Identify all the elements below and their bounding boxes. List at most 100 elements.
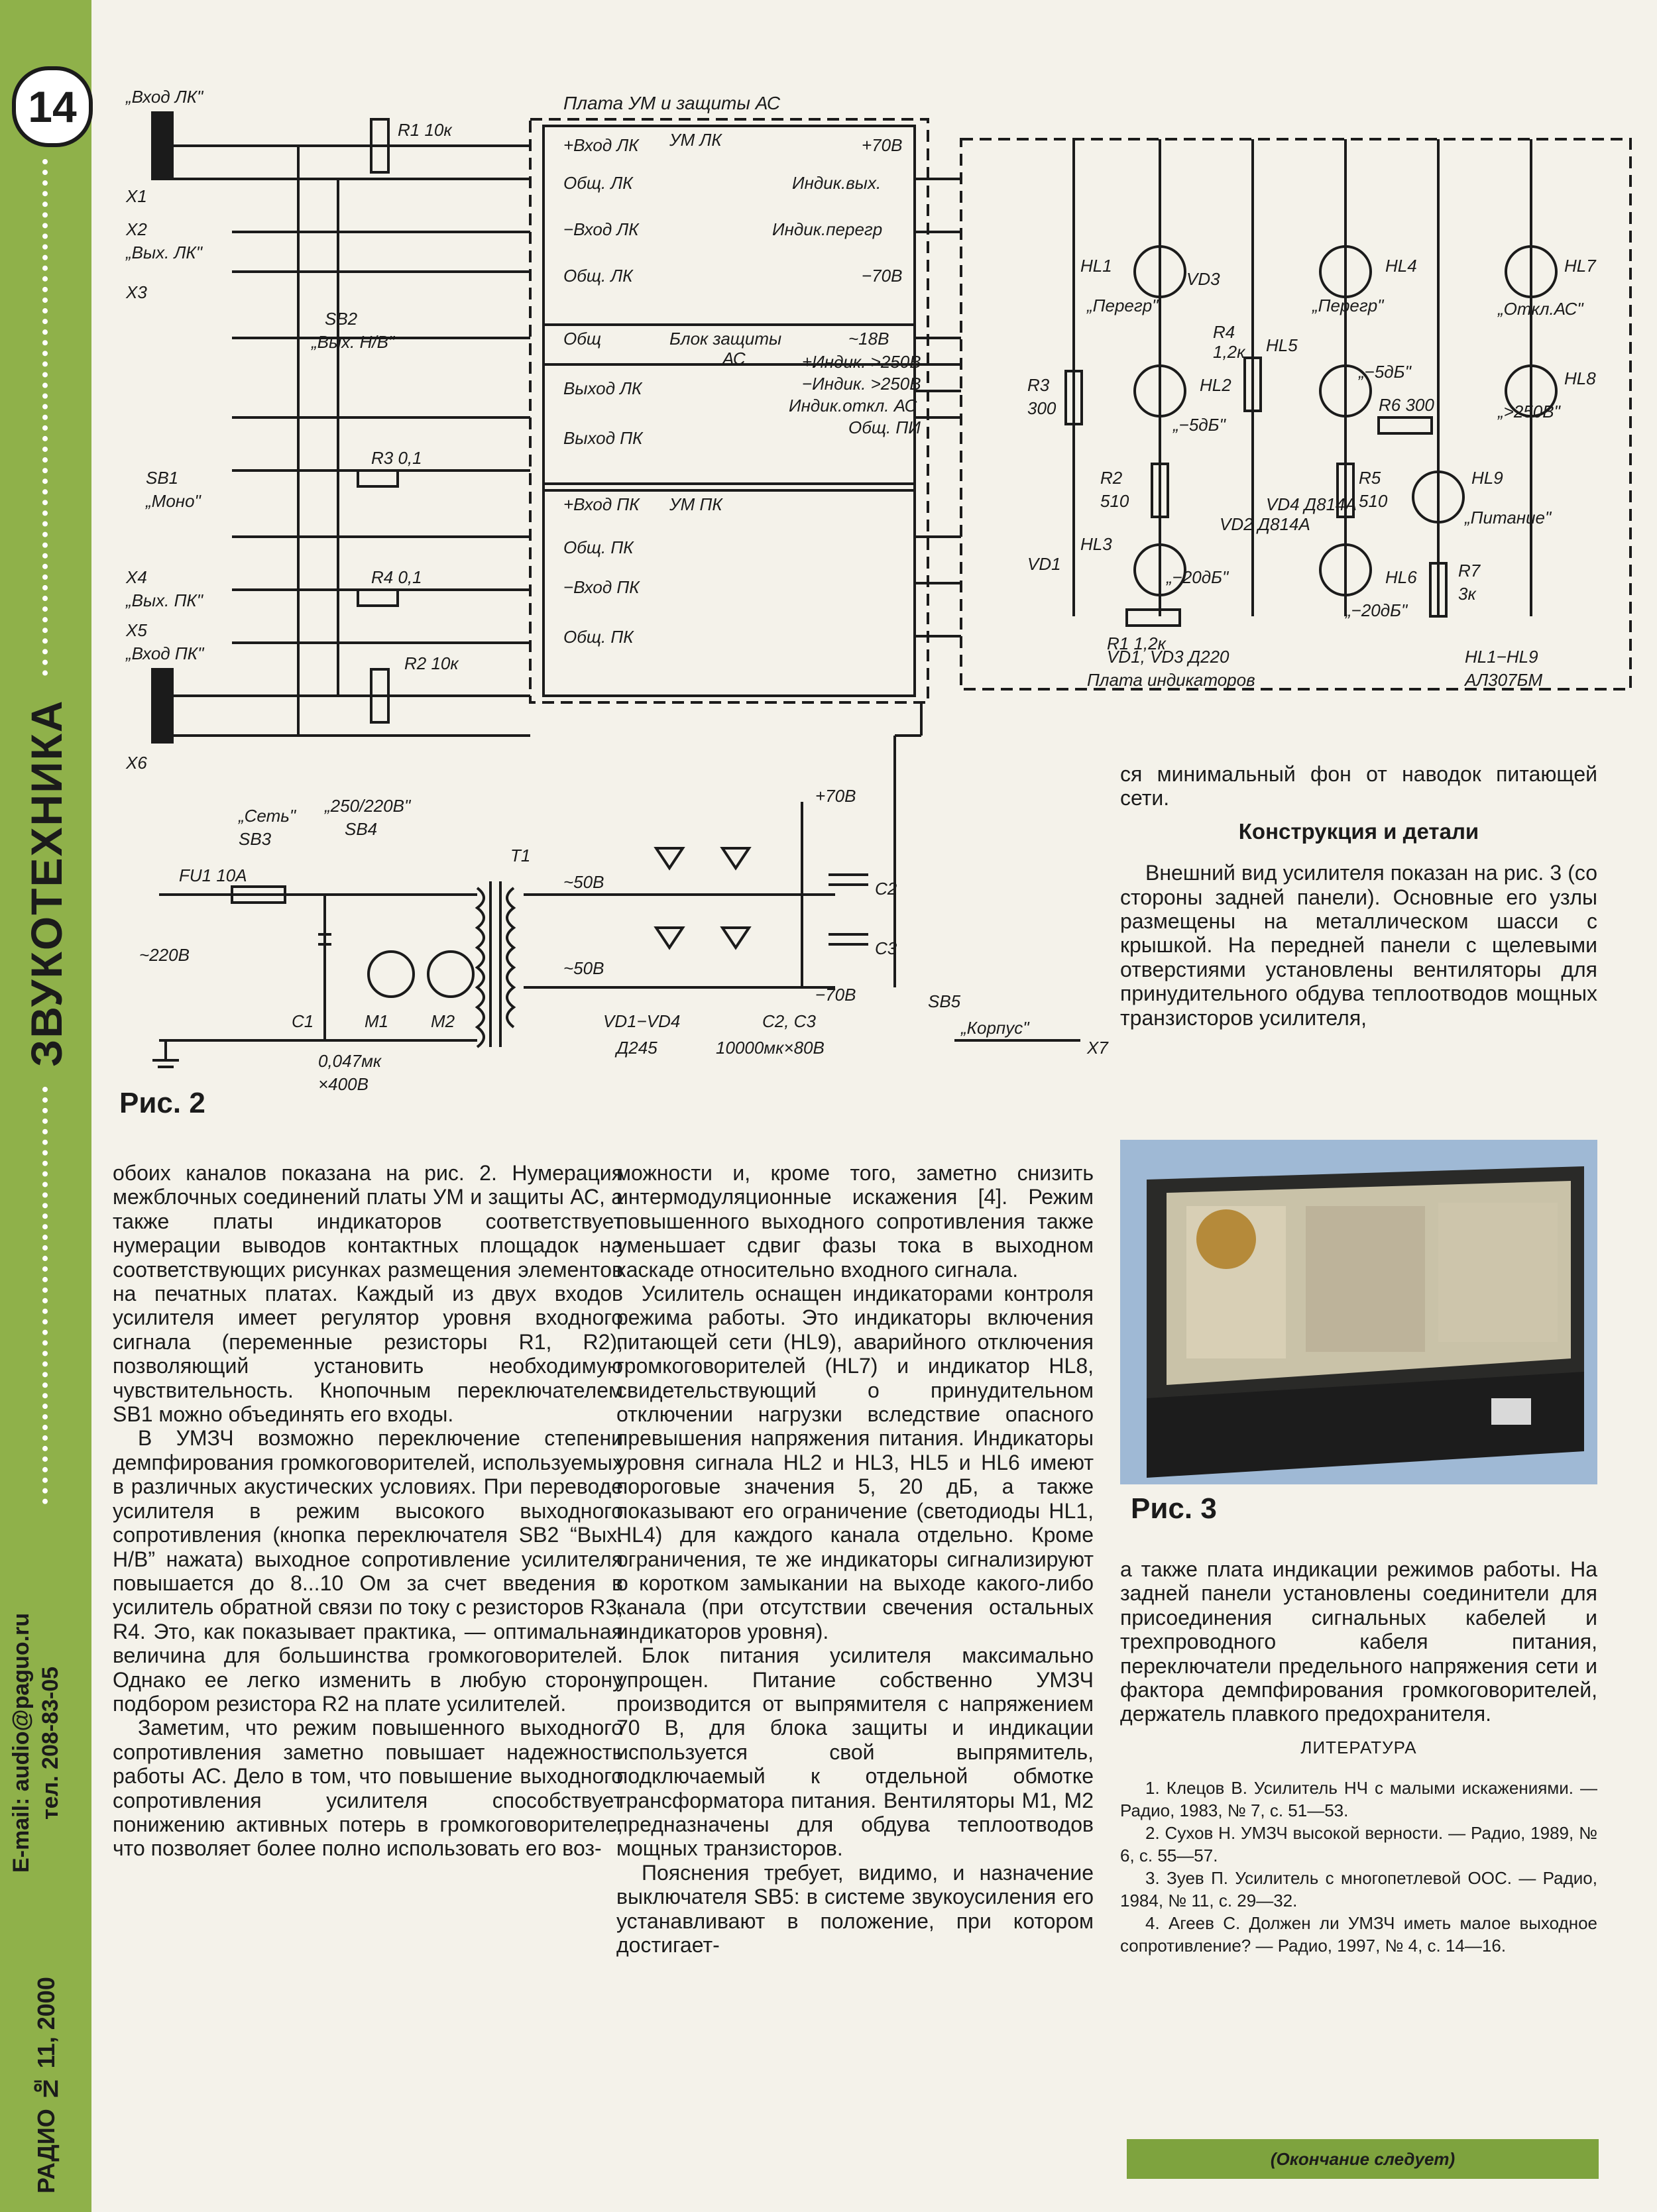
x7-label: X7	[1086, 1038, 1109, 1058]
r7iv-label: 3к	[1458, 584, 1477, 604]
obsh-pk-label: Общ. ПК	[563, 537, 634, 557]
hl5-label: HL5	[1266, 335, 1298, 355]
ind-vyh-label: Индик.вых.	[792, 173, 881, 193]
um-pk-label: УМ ПК	[669, 494, 723, 514]
r7i-label: R7	[1458, 561, 1481, 581]
db20b-label: „−20дБ"	[1345, 600, 1408, 620]
indicator-leds	[1064, 139, 1558, 627]
col3-paragraph-2: а также плата индикации режимов работы. …	[1120, 1557, 1597, 1726]
indicator-board-outline	[960, 138, 1632, 691]
v18-label: ~18В	[848, 329, 889, 349]
col2-paragraph-3: Блок питания усилителя максимально упрощ…	[616, 1643, 1094, 1861]
korpus-label: „Корпус"	[960, 1018, 1030, 1038]
col3-paragraph-1: Внешний вид усилителя показан на рис. 3 …	[1120, 861, 1597, 1030]
vd1i-label: VD1	[1027, 554, 1061, 574]
c1v2-label: ×400В	[318, 1074, 369, 1094]
v250-label: „250/220В"	[324, 796, 412, 816]
c2c3-label: C2, C3	[762, 1011, 816, 1031]
pereg2-label: „Перегр"	[1312, 296, 1385, 315]
x5-label: X5	[125, 620, 147, 640]
c2-label: C2	[875, 879, 897, 899]
r4i-label: R4	[1213, 322, 1235, 342]
col2-paragraph-4: Пояснения требует, видимо, и назначение …	[616, 1860, 1094, 1957]
schematic-figure: Плата УМ и защиты АС УМ ЛК +Вход ЛК +70В…	[125, 87, 1632, 1094]
v50a-label: ~50В	[563, 872, 604, 892]
amp-board-outline	[529, 118, 929, 704]
contact-phone: тел. 208-83-05	[38, 1666, 63, 1820]
m70-label: −70В	[815, 985, 856, 1005]
col2-paragraph-2: Усилитель оснащен индикаторами контроля …	[616, 1282, 1094, 1643]
hl7-label: HL7	[1564, 256, 1597, 276]
hl3-label: HL3	[1080, 534, 1112, 554]
r4iv-label: 1,2к	[1213, 342, 1246, 362]
column-3-bottom: а также плата индикации режимов работы. …	[1120, 1557, 1597, 1957]
figure3-caption: Рис. 3	[1131, 1492, 1217, 1525]
col2-paragraph-1: можности и, кроме того, заметно снизить …	[616, 1161, 1094, 1282]
references-title: ЛИТЕРАТУРА	[1300, 1737, 1417, 1757]
reference-1: 1. Клецов В. Усилитель НЧ с малыми искаж…	[1120, 1778, 1597, 1821]
r2iv-label: 510	[1100, 491, 1129, 511]
r3iv-label: 300	[1027, 398, 1057, 418]
hl-note-label: HL1−HL9	[1465, 647, 1538, 667]
obsh-label: Общ	[563, 329, 601, 349]
vd-note-label: VD1, VD3 Д220	[1107, 647, 1229, 667]
um-lk-block	[542, 125, 916, 366]
c3-label: C3	[875, 938, 897, 958]
col3-intro: ся минимальный фон от наводок питающей с…	[1120, 762, 1597, 810]
ind-pereg-label: Индик.перегр	[772, 219, 882, 239]
db20a-label: „−20дБ"	[1166, 567, 1229, 587]
hl8-label: HL8	[1564, 368, 1596, 388]
obsh-lk2-label: Общ. ЛК	[563, 266, 634, 286]
protect-label: Блок защиты	[669, 329, 781, 349]
mono-label: „Моно"	[145, 491, 202, 511]
sidebar: 14 ЗВУКОТЕХНИКА E-mail: audio@paguo.ru т…	[0, 0, 93, 2212]
bus-wires	[915, 178, 961, 637]
r3-label: R3 0,1	[371, 448, 422, 468]
vhod-pk-label: „Вход ПК"	[125, 643, 205, 663]
col1-paragraph-2: В УМЗЧ возможно переключение степени дем…	[113, 1426, 623, 1716]
vh-pk-minus-label: −Вход ПК	[563, 577, 640, 597]
um-pk-block	[542, 482, 916, 697]
vyh-hv-label: „Вых. Н/В"	[311, 332, 396, 352]
sidebar-dots-top	[42, 159, 48, 676]
fu1-label: FU1 10А	[179, 865, 247, 885]
r4-label: R4 0,1	[371, 567, 422, 587]
contact-info: E-mail: audio@paguo.ru тел. 208-83-05	[7, 1518, 86, 1968]
obsh-pk2-label: Общ. ПК	[563, 627, 634, 647]
x4-label: X4	[125, 567, 147, 587]
v220-label: ~220В	[139, 945, 190, 965]
x3-label: X3	[125, 282, 147, 302]
ind-250a-label: +Индик. >250В	[802, 352, 921, 372]
set-label: „Сеть"	[238, 806, 297, 826]
vd4i-label: VD4 Д814А	[1266, 494, 1357, 514]
db5a-label: „−5дБ"	[1172, 415, 1227, 435]
x6-label: X6	[125, 753, 147, 773]
reference-4: 4. Агеев С. Должен ли УМЗЧ иметь малое в…	[1120, 1913, 1597, 1956]
minus70-label: −70В	[862, 266, 902, 286]
reference-2: 2. Сухов Н. УМЗЧ высокой верности. — Рад…	[1120, 1823, 1597, 1866]
vyh-lk-label: Выход ЛК	[563, 378, 643, 398]
continued-banner: (Окончание следует)	[1127, 2139, 1599, 2179]
input-wires	[151, 111, 530, 744]
vd3i-label: VD3	[1186, 269, 1220, 289]
column-1: обоих каналов показана на рис. 2. Нумера…	[113, 1161, 623, 1861]
vhod-lk-label: „Вход ЛК"	[125, 87, 204, 107]
protect2-label: АС	[721, 349, 746, 368]
protect-block	[542, 323, 916, 492]
r1-label: R1 10к	[398, 120, 453, 140]
reference-3: 3. Зуев П. Усилитель с многопетлевой ООС…	[1120, 1868, 1597, 1911]
plus70-label: +70В	[862, 135, 902, 155]
c1v-label: 0,047мк	[318, 1051, 382, 1071]
obsh-lk-label: Общ. ЛК	[563, 173, 634, 193]
contact-email: E-mail: audio@paguo.ru	[9, 1612, 34, 1873]
column-3-top: ся минимальный фон от наводок питающей с…	[1120, 762, 1597, 1030]
power-supply	[152, 702, 1080, 1068]
db5b-label: „−5дБ"	[1358, 362, 1412, 382]
sb1-label: SB1	[146, 468, 178, 488]
column-2: можности и, кроме того, заметно снизить …	[616, 1161, 1094, 1957]
sb5-label: SB5	[928, 991, 961, 1011]
hl6-label: HL6	[1385, 567, 1417, 587]
hl9-label: HL9	[1471, 468, 1503, 488]
um-lk-label: УМ ЛК	[669, 130, 722, 150]
t1-label: T1	[510, 846, 530, 865]
